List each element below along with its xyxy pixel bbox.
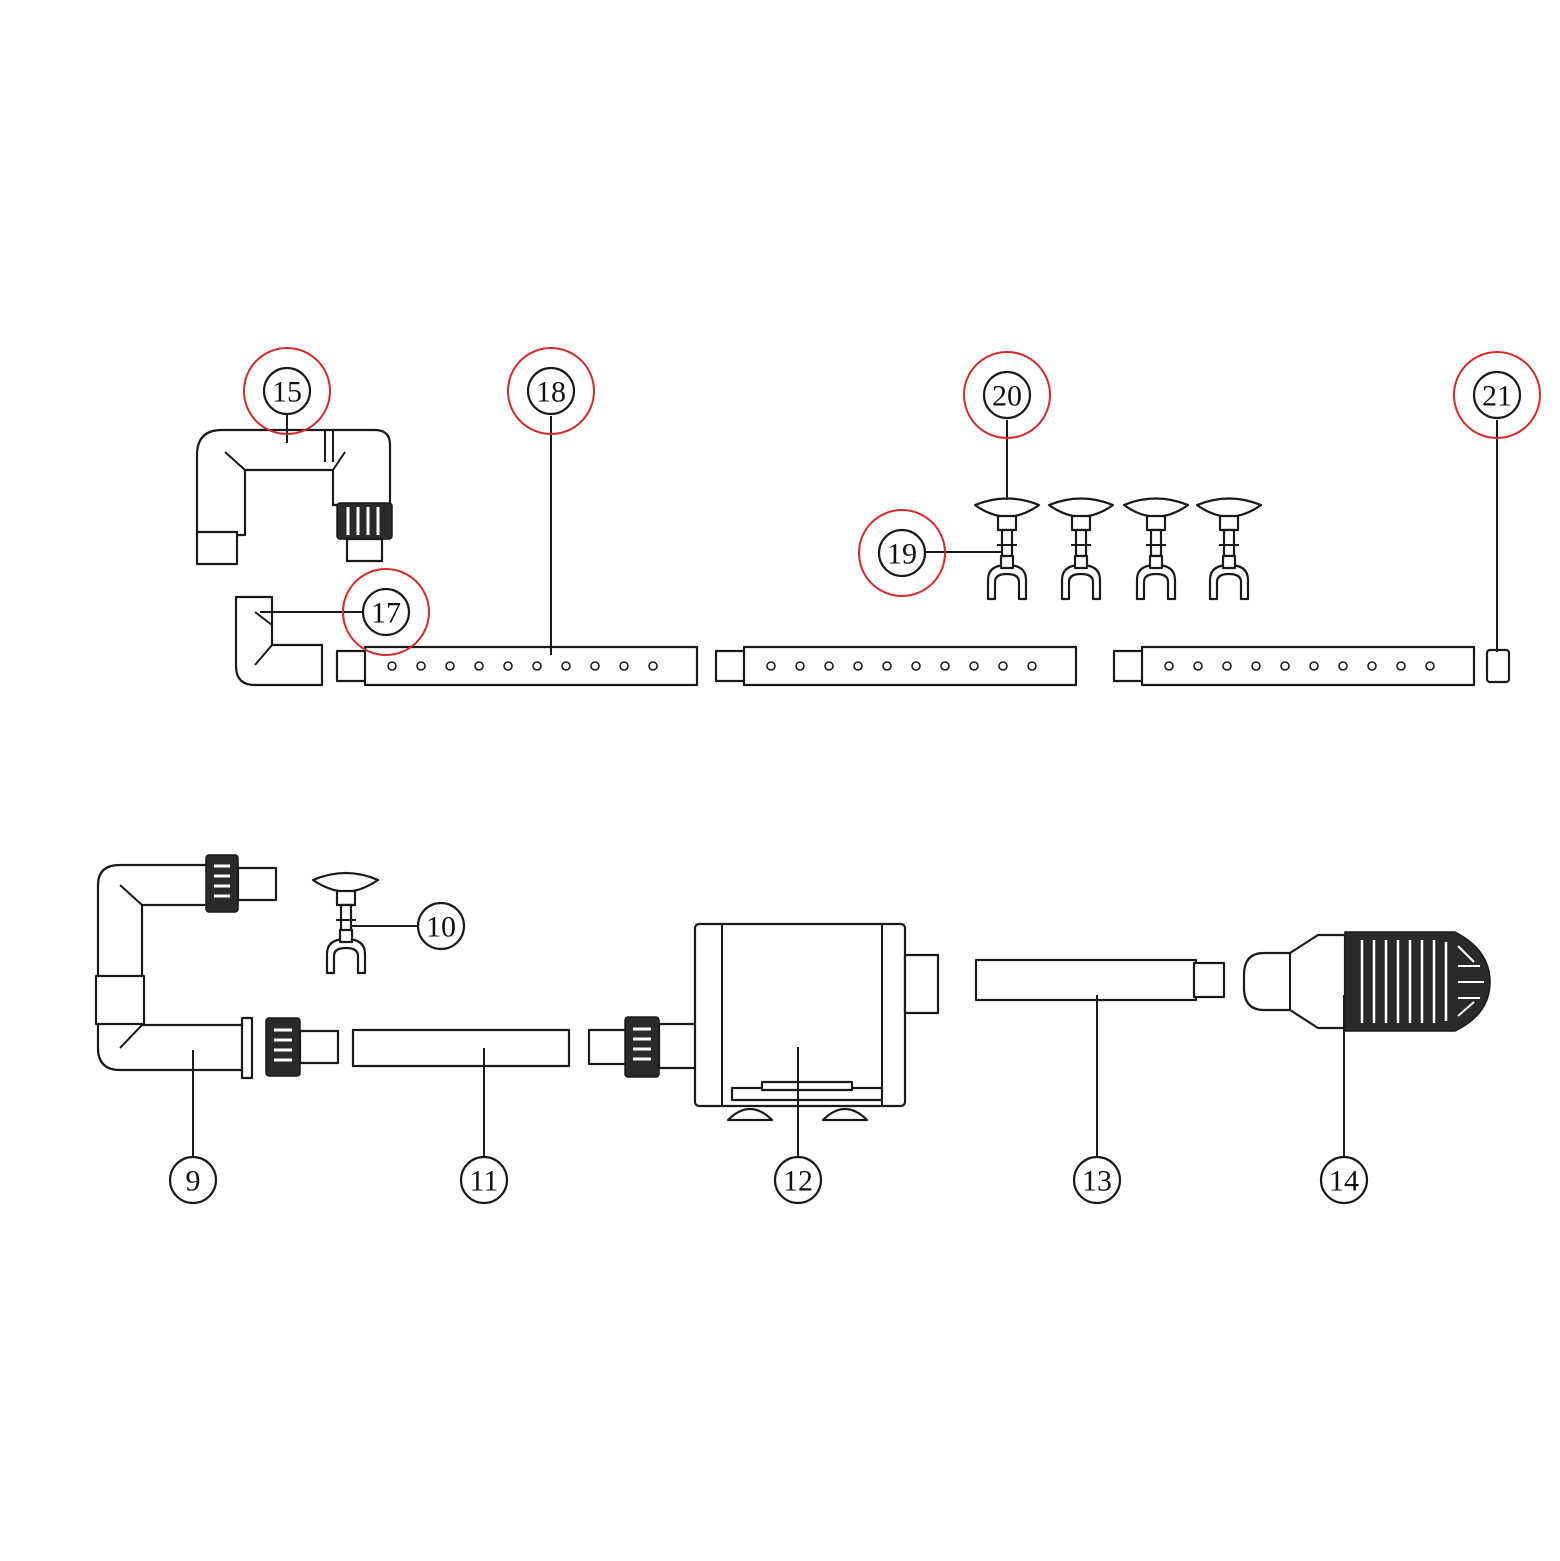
- part-18-spray-bar: [335, 645, 1476, 687]
- spray-bar-holes-2: [766, 661, 1037, 671]
- part-15-u-pipe: [195, 428, 393, 566]
- leader-lines: [192, 415, 1498, 1160]
- callout-15: 15: [243, 347, 331, 435]
- callout-14-label: 14: [1329, 1165, 1359, 1198]
- part-10-suction-clip: [311, 871, 380, 975]
- spray-bar-holes-3: [1164, 661, 1435, 671]
- suction-clip-1: [973, 497, 1041, 601]
- callout-21-label: 21: [1482, 380, 1512, 413]
- callout-18: 18: [507, 347, 595, 435]
- suction-clip-4: [1195, 497, 1263, 601]
- spray-bar-holes-1: [387, 661, 658, 671]
- callout-14: 14: [1319, 1155, 1369, 1205]
- callout-13: 13: [1072, 1155, 1122, 1205]
- part-9-outlet-pipe: [94, 854, 340, 1080]
- callout-11: 11: [459, 1155, 509, 1205]
- callout-17-label: 17: [371, 597, 401, 630]
- callout-12-label: 12: [783, 1165, 813, 1198]
- callout-10: 10: [416, 901, 466, 951]
- callout-19: 19: [858, 509, 946, 597]
- callout-18-label: 18: [536, 376, 566, 409]
- callout-20-label: 20: [992, 380, 1022, 413]
- part-13-straight-pipe: [974, 958, 1226, 1002]
- strainer-ribs: [1360, 940, 1484, 1023]
- callout-11-label: 11: [470, 1165, 499, 1198]
- callout-19-label: 19: [887, 538, 917, 571]
- callout-13-label: 13: [1082, 1165, 1112, 1198]
- part-17-elbow: [234, 595, 324, 687]
- callout-10-label: 10: [426, 911, 456, 944]
- callout-17: 17: [342, 568, 430, 656]
- part-19-20-suction-clips: [973, 497, 1263, 601]
- callout-9-label: 9: [186, 1165, 201, 1198]
- callout-12: 12: [773, 1155, 823, 1205]
- part-21-end-cap: [1485, 648, 1511, 684]
- part-11-straight-pipe: [351, 1028, 571, 1068]
- callout-20: 20: [963, 351, 1051, 439]
- part-14-intake-strainer: [1242, 931, 1491, 1032]
- part-12-pump-body: [587, 922, 940, 1122]
- callout-9: 9: [168, 1155, 218, 1205]
- suction-clip-2: [1047, 497, 1115, 601]
- suction-clip-3: [1122, 497, 1190, 601]
- callout-15-label: 15: [272, 376, 302, 409]
- callout-21: 21: [1453, 351, 1541, 439]
